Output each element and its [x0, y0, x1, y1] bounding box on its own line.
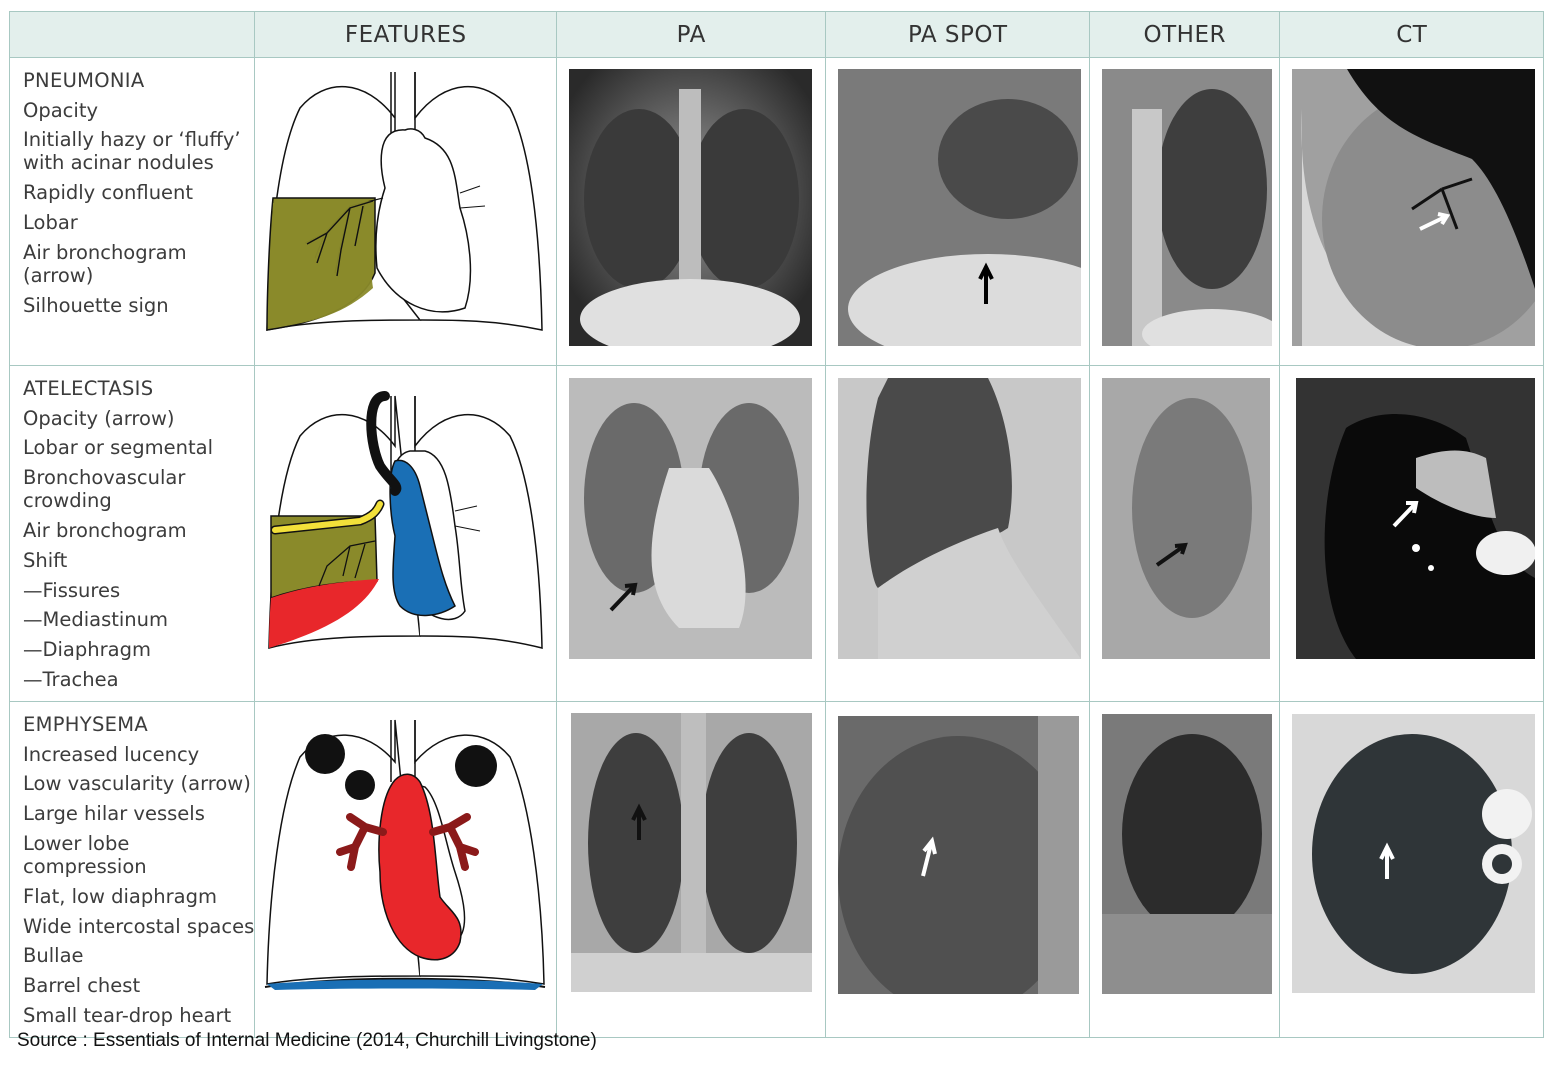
- image-cell-pa: [556, 365, 827, 702]
- feature-item: Lower lobe compression: [23, 831, 147, 878]
- radiology-table: FEATURES PA PA SPOT OTHER CT PNEUMONIA O…: [8, 11, 1545, 1038]
- black-tube: [366, 391, 402, 496]
- hilar-vessels: [336, 813, 480, 871]
- feature-item: Silhouette sign: [23, 293, 169, 317]
- image-cell-other: [1089, 57, 1281, 366]
- feature-item: Opacity (arrow): [23, 406, 175, 430]
- image-cell-other: [1089, 701, 1281, 1038]
- row-title: ATELECTASIS: [23, 377, 154, 400]
- diaphragm-red: [269, 579, 380, 648]
- feature-item: Low vascularity (arrow): [23, 772, 251, 796]
- image-cell-pa-spot: [825, 57, 1091, 366]
- feature-item: Barrel chest: [23, 973, 141, 997]
- table-row-pneumonia: PNEUMONIA Opacity Initially hazy or ‘flu…: [8, 57, 1545, 366]
- table-row-atelectasis: ATELECTASIS Opacity (arrow) Lobar or seg…: [8, 365, 1545, 702]
- image-cell-pa-spot: [825, 365, 1091, 702]
- small-heart-red: [378, 773, 462, 961]
- feature-item: Air bronchogram (arrow): [23, 240, 187, 287]
- image-cell-ct: [1279, 365, 1545, 702]
- image-cell-ct: [1279, 701, 1545, 1038]
- text-cell: EMPHYSEMA Increased lucency Low vascular…: [8, 701, 256, 1038]
- text-cell: PNEUMONIA Opacity Initially hazy or ‘flu…: [8, 57, 256, 366]
- diagram-cell: [254, 57, 558, 366]
- image-cell-pa: [556, 57, 827, 366]
- feature-item: Large hilar vessels: [23, 802, 205, 826]
- feature-item: Lobar: [23, 211, 78, 235]
- atelectasis-lateral-xray: [1102, 378, 1271, 659]
- pneumonia-lateral-xray: [1102, 69, 1273, 346]
- pneumonia-pa-xray: [569, 69, 813, 346]
- emphysema-ct-scan: [1292, 714, 1536, 993]
- row-title: EMPHYSEMA: [23, 713, 149, 736]
- header-pa: PA: [556, 11, 827, 58]
- feature-item: Lobar or segmental: [23, 436, 214, 460]
- header-other: OTHER: [1089, 11, 1281, 58]
- feature-item: Flat, low diaphragm: [23, 884, 217, 908]
- feature-item: Small tear-drop heart: [23, 1003, 232, 1027]
- feature-item: Initially hazy or ‘fluffy’ with acinar n…: [23, 128, 241, 175]
- bulla: [455, 745, 498, 787]
- emphysema-pa-xray: [571, 713, 813, 992]
- image-cell-pa-spot: [825, 701, 1091, 1038]
- emphysema-lateral-xray: [1102, 714, 1273, 994]
- feature-item: —Diaphragm: [23, 637, 151, 661]
- atelectasis-pa-spot-xray: [838, 378, 1082, 659]
- emphysema-diagram: [265, 719, 546, 990]
- row-title: PNEUMONIA: [23, 69, 145, 92]
- header-ct: CT: [1279, 11, 1545, 58]
- atelectasis-diagram: [268, 391, 544, 649]
- header-pa-spot: PA SPOT: [825, 11, 1091, 58]
- tube-yellow: [272, 501, 384, 533]
- feature-item: Bronchovascular crowding: [23, 466, 186, 513]
- flat-diaphragm-blue: [267, 979, 544, 990]
- feature-item: Wide intercostal spaces: [23, 914, 255, 938]
- pneumonia-ct-scan: [1292, 69, 1536, 346]
- feature-item: Air bronchogram: [23, 519, 187, 543]
- pneumonia-diagram: [266, 72, 544, 331]
- feature-item: Bullae: [23, 944, 84, 968]
- text-cell: ATELECTASIS Opacity (arrow) Lobar or seg…: [8, 365, 256, 702]
- emphysema-pa-spot-xray: [838, 716, 1080, 994]
- atelectasis-ct-scan: [1296, 378, 1536, 659]
- diagram-cell: [254, 701, 558, 1038]
- header-row: FEATURES PA PA SPOT OTHER CT: [8, 11, 1545, 58]
- feature-item: —Mediastinum: [23, 608, 169, 632]
- image-cell-ct: [1279, 57, 1545, 366]
- header-features: FEATURES: [254, 11, 558, 58]
- diagram-cell: [254, 365, 558, 702]
- pneumonia-pa-spot-xray: [838, 69, 1082, 346]
- source-caption: Source : Essentials of Internal Medicine…: [17, 1030, 597, 1051]
- feature-item: Opacity: [23, 98, 99, 122]
- bulla: [305, 734, 346, 774]
- feature-item: —Fissures: [23, 578, 121, 602]
- atelectasis-pa-xray: [569, 378, 813, 659]
- feature-item: —Trachea: [23, 667, 119, 691]
- consolidation-overlay: [269, 201, 374, 328]
- atelectasis-mediastinum-blue: [389, 459, 457, 617]
- feature-item: Increased lucency: [23, 742, 200, 766]
- image-cell-other: [1089, 365, 1281, 702]
- header-cell-empty: [8, 11, 256, 58]
- image-cell-pa: [556, 701, 827, 1038]
- table-row-emphysema: EMPHYSEMA Increased lucency Low vascular…: [8, 701, 1545, 1038]
- bulla: [345, 770, 376, 800]
- feature-item: Rapidly confluent: [23, 181, 194, 205]
- feature-item: Shift: [23, 548, 68, 572]
